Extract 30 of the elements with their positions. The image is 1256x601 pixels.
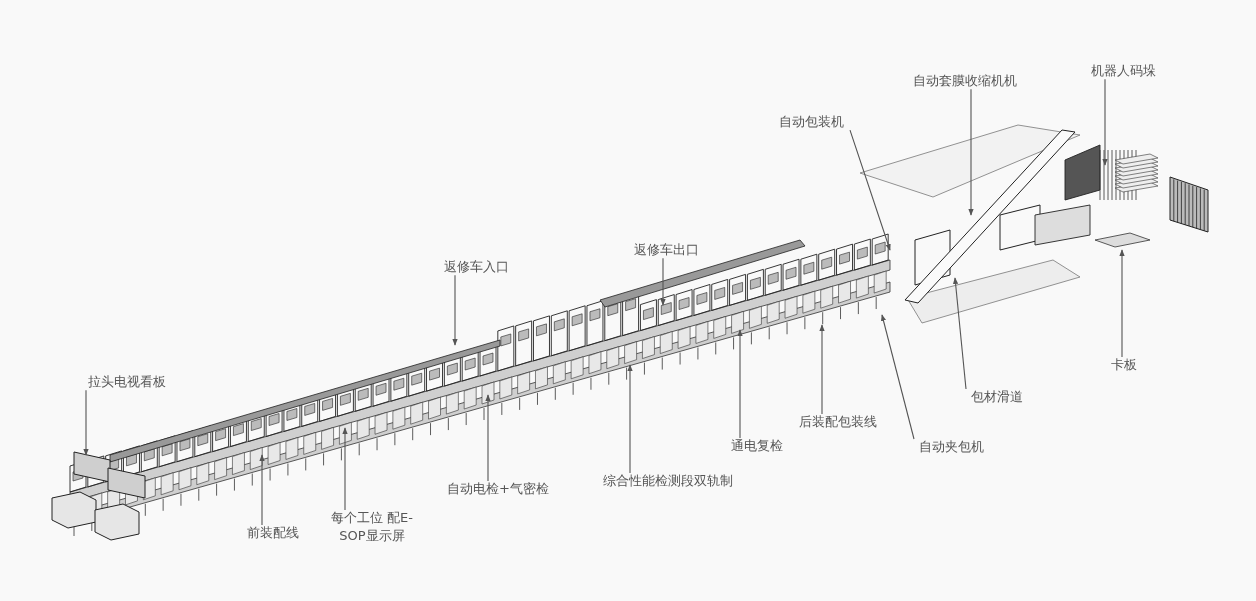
leader-line: [1119, 249, 1125, 358]
leader-line: [627, 364, 633, 474]
callout-label: 自动夹包机: [917, 438, 985, 456]
callout-label: 包材滑道: [970, 388, 1024, 406]
leader-line: [485, 394, 491, 482]
leader-line: [849, 129, 891, 251]
callout-label: 自动电检+气密检: [446, 480, 550, 498]
leader-line: [259, 454, 265, 526]
callout-label: 返修车入口: [442, 258, 510, 276]
callout-label: 返修车出口: [632, 241, 700, 259]
callout-label: 综合性能检测段双轨制: [601, 472, 734, 490]
leader-line: [952, 277, 967, 390]
leader-line: [83, 389, 89, 456]
leader-line: [819, 324, 825, 415]
callout-label: 前装配线: [246, 524, 300, 542]
leader-line: [1102, 78, 1108, 166]
callout-label: 机器人码垛: [1089, 62, 1157, 80]
callout-label: 每个工位 配E-SOP显示屏: [329, 509, 414, 546]
leader-line: [737, 329, 743, 439]
leader-line: [342, 427, 348, 511]
callout-label: 卡板: [1110, 356, 1138, 374]
leader-line: [452, 274, 458, 346]
leader-line: [660, 257, 666, 306]
callout-label: 自动包装机: [777, 113, 845, 131]
leader-line: [880, 314, 915, 440]
leader-line: [968, 88, 974, 216]
callout-label: 后装配包装线: [798, 413, 878, 431]
callout-label: 通电复检: [730, 437, 784, 455]
callout-label: 自动套膜收缩机机: [912, 72, 1018, 90]
callout-label: 拉头电视看板: [87, 373, 167, 391]
